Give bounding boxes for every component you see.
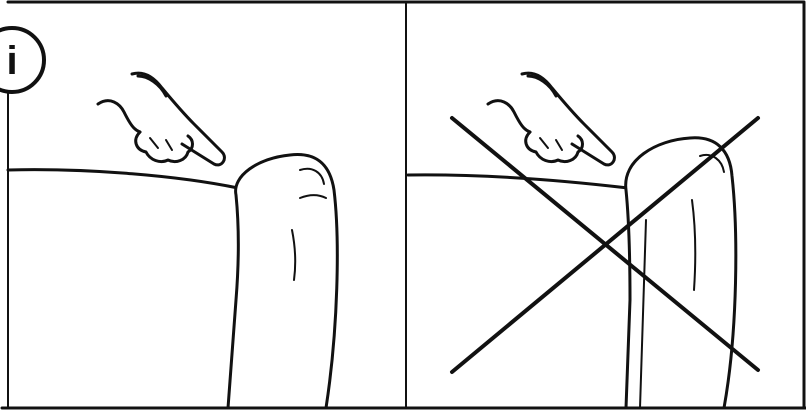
hand-crease-1 bbox=[540, 138, 548, 148]
hand-crease-2 bbox=[556, 140, 562, 150]
hand-back bbox=[98, 101, 140, 132]
pointing-hand-icon bbox=[488, 73, 614, 165]
panel-incorrect bbox=[408, 73, 758, 408]
seat-cushion-edge bbox=[8, 170, 238, 188]
info-badge: i bbox=[0, 28, 44, 92]
panel-correct: i bbox=[0, 28, 337, 408]
armrest bbox=[228, 155, 337, 408]
hand-back bbox=[488, 101, 530, 132]
pointing-hand-icon bbox=[98, 73, 224, 165]
hand-crease-1 bbox=[150, 138, 158, 148]
seat-cushion-edge bbox=[408, 175, 628, 188]
info-letter: i bbox=[6, 39, 17, 83]
hand-crease-2 bbox=[166, 140, 172, 150]
